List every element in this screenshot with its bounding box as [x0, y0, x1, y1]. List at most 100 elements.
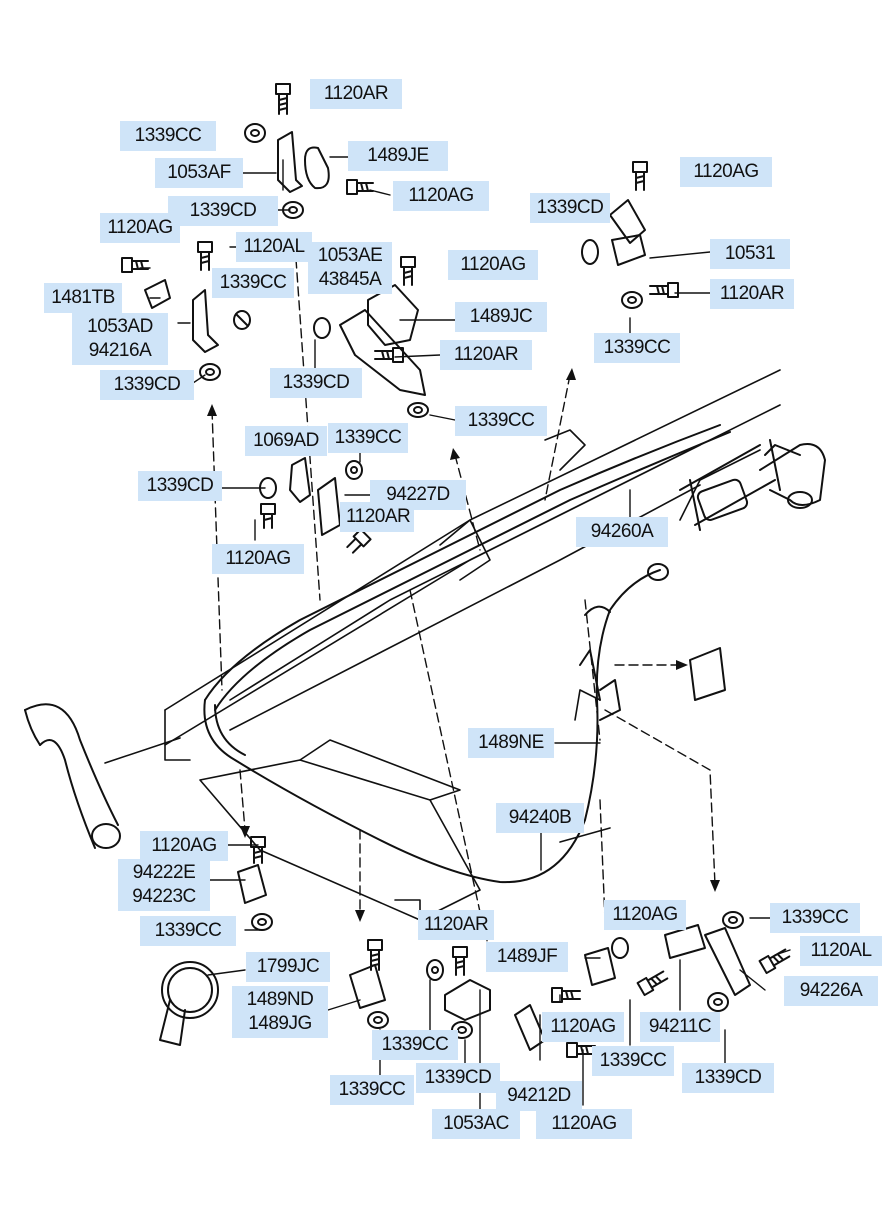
part-label-1489JF[interactable]: 1489JF — [486, 942, 568, 972]
part-label-1339CC[interactable]: 1339CC — [328, 423, 408, 453]
part-label-1339CD[interactable]: 1339CD — [168, 196, 278, 226]
part-label-1339CC[interactable]: 1339CC — [330, 1075, 414, 1105]
bolt-icon — [452, 946, 468, 976]
part-label-94260A[interactable]: 94260A — [576, 517, 668, 547]
part-label-94216A: 94216A — [88, 340, 152, 361]
part-label-1053AE-43845A[interactable]: 1053AE 43845A — [308, 242, 392, 294]
clamp-94222E-icon — [237, 864, 267, 904]
bracket-94211C-icon — [664, 924, 706, 959]
part-label-1120AG[interactable]: 1120AG — [536, 1109, 632, 1139]
part-label-1339CD[interactable]: 1339CD — [682, 1063, 774, 1093]
part-label-94212D[interactable]: 94212D — [496, 1081, 582, 1111]
bracket-1053AF-icon — [277, 131, 303, 193]
nut-icon — [199, 363, 221, 381]
bolt-icon — [367, 939, 383, 971]
bolt-icon — [346, 179, 374, 195]
bracket-icons — [144, 131, 751, 1051]
clamp-1489ND-icon — [349, 964, 386, 1009]
bolt-icon — [197, 241, 213, 271]
bracket-1069AD-icon — [289, 457, 311, 503]
bolt-icon — [566, 1042, 596, 1058]
part-label-1489ND: 1489ND — [246, 989, 314, 1010]
part-label-1339CC[interactable]: 1339CC — [372, 1030, 458, 1060]
rear-cable-94240B — [203, 563, 669, 884]
bracket-1053AD-icon — [192, 289, 219, 353]
nut-icon — [621, 291, 643, 309]
nut-icon — [233, 310, 251, 330]
nut-icon — [345, 460, 363, 480]
part-label-1120AR[interactable]: 1120AR — [710, 279, 794, 309]
part-label-94226A[interactable]: 94226A — [784, 976, 878, 1006]
part-label-1069AD[interactable]: 1069AD — [245, 426, 327, 456]
part-label-1489JC[interactable]: 1489JC — [455, 302, 547, 332]
part-label-1120AR[interactable]: 1120AR — [440, 340, 532, 370]
part-label-1339CC[interactable]: 1339CC — [212, 268, 294, 298]
clip-1489JF-icon — [584, 947, 616, 986]
bracket-1053AC-icon — [444, 979, 491, 1021]
part-label-1120AG[interactable]: 1120AG — [680, 157, 772, 187]
bracket-43845A-icon — [339, 309, 426, 396]
clip-1489JC-icon — [367, 284, 419, 346]
part-label-1053AC[interactable]: 1053AC — [432, 1109, 520, 1139]
part-label-1120AG[interactable]: 1120AG — [542, 1012, 624, 1042]
part-label-1339CD[interactable]: 1339CD — [416, 1063, 500, 1093]
nut-icon — [367, 1011, 389, 1029]
part-label-94222E: 94222E — [132, 862, 196, 883]
part-label-1120AG[interactable]: 1120AG — [212, 544, 304, 574]
part-label-1120AG[interactable]: 1120AG — [604, 900, 686, 930]
part-label-1481TB[interactable]: 1481TB — [44, 283, 122, 313]
bolt-icon — [632, 161, 648, 191]
part-label-1120AL[interactable]: 1120AL — [236, 232, 312, 262]
part-label-10531[interactable]: 10531 — [710, 239, 790, 269]
bolt-icon — [400, 256, 416, 286]
bolt-icon — [121, 257, 149, 273]
nut-icon — [251, 913, 273, 931]
bolt-icon — [758, 948, 791, 975]
part-label-1339CC[interactable]: 1339CC — [594, 333, 680, 363]
part-label-1339CC[interactable]: 1339CC — [120, 121, 216, 151]
bolt-icon — [374, 347, 404, 363]
part-label-1339CD[interactable]: 1339CD — [530, 193, 610, 223]
part-label-1339CC[interactable]: 1339CC — [140, 916, 236, 946]
nut-icon — [722, 911, 744, 929]
tail-pipe — [24, 703, 121, 849]
part-label-94240B[interactable]: 94240B — [496, 803, 584, 833]
part-label-1120AL[interactable]: 1120AL — [800, 936, 882, 966]
nut-icon — [611, 937, 629, 959]
part-label-1120AR[interactable]: 1120AR — [310, 79, 402, 109]
part-label-1120AR[interactable]: 1120AR — [340, 502, 414, 532]
nut-icon — [581, 239, 599, 265]
part-label-1120AG[interactable]: 1120AG — [393, 181, 489, 211]
part-label-1053AF[interactable]: 1053AF — [155, 158, 243, 188]
part-label-1339CC[interactable]: 1339CC — [770, 903, 860, 933]
clip-1339CD-icon — [609, 199, 646, 244]
part-label-1339CD[interactable]: 1339CD — [270, 368, 362, 398]
nut-icon — [282, 201, 304, 219]
bolt-icon — [250, 836, 266, 864]
nut-icon — [407, 402, 429, 418]
part-label-1053AE: 1053AE — [317, 245, 383, 266]
part-label-1799JC[interactable]: 1799JC — [246, 952, 330, 982]
clamp-1481TB-icon — [144, 279, 171, 309]
part-label-43845A: 43845A — [318, 269, 382, 290]
part-label-1120AG[interactable]: 1120AG — [140, 831, 228, 861]
part-label-1120AG[interactable]: 1120AG — [100, 213, 180, 243]
clip-1489JE-icon — [304, 146, 330, 190]
part-label-1339CC[interactable]: 1339CC — [592, 1046, 674, 1076]
bracket-94227D-icon — [317, 477, 341, 536]
bolt-icon — [346, 528, 372, 554]
part-label-1489NE[interactable]: 1489NE — [468, 728, 554, 758]
part-label-1339CD[interactable]: 1339CD — [138, 471, 222, 501]
part-label-1339CD[interactable]: 1339CD — [100, 370, 194, 400]
part-label-1120AG[interactable]: 1120AG — [448, 250, 538, 280]
leader-lines — [139, 156, 791, 1111]
part-label-1489JE[interactable]: 1489JE — [348, 141, 448, 171]
nut-icon — [707, 992, 729, 1012]
part-label-94211C[interactable]: 94211C — [640, 1012, 720, 1042]
part-label-1339CC[interactable]: 1339CC — [455, 406, 547, 436]
part-label-1120AR[interactable]: 1120AR — [418, 910, 494, 940]
